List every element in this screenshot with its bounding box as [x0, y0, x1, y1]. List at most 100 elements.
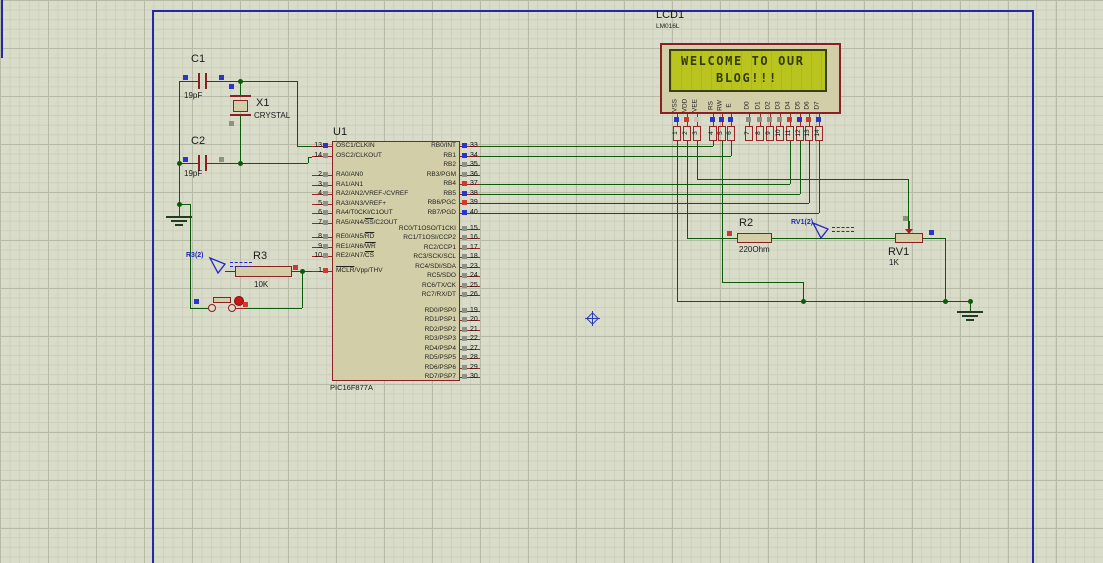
- pin-stub: [460, 295, 480, 296]
- pin-stub: [460, 248, 480, 249]
- pin-label: RC2/CCP1: [423, 244, 456, 251]
- wire-segment[interactable]: [687, 141, 688, 238]
- chip-body[interactable]: [332, 141, 460, 381]
- wire-segment[interactable]: [206, 163, 240, 164]
- wire-segment[interactable]: [179, 81, 180, 204]
- wire-segment[interactable]: [945, 238, 946, 301]
- c2-capacitor[interactable]: [198, 155, 200, 171]
- wire-segment[interactable]: [480, 184, 790, 185]
- pin-state-indicator: [323, 220, 328, 225]
- wire-segment[interactable]: [297, 81, 298, 146]
- r3-value-label: 10K: [254, 280, 269, 289]
- wire-segment[interactable]: [308, 157, 312, 158]
- wire-segment[interactable]: [722, 282, 803, 283]
- voltage-probe-icon[interactable]: [208, 256, 227, 275]
- wire-segment[interactable]: [206, 81, 240, 82]
- pin-stub: [460, 184, 480, 185]
- pin-stub: [460, 339, 480, 340]
- wire-segment[interactable]: [179, 163, 199, 164]
- wire-segment[interactable]: [908, 179, 909, 228]
- wire-segment[interactable]: [731, 141, 732, 156]
- pin-state-indicator: [323, 172, 328, 177]
- wire-segment[interactable]: [697, 179, 908, 180]
- wire-segment[interactable]: [480, 203, 809, 204]
- pin-number: 26: [470, 291, 478, 298]
- x1-crystal[interactable]: [230, 95, 251, 97]
- rv1-ref-label: RV1: [888, 246, 910, 258]
- chip-ref-label: U1: [333, 126, 348, 138]
- pin-number: 1: [672, 131, 679, 135]
- pin-state-indicator: [323, 210, 328, 215]
- wire-segment[interactable]: [308, 157, 309, 163]
- pin-state-indicator: [462, 292, 467, 297]
- pin-label: RA4/T0CKI/C1OUT: [336, 209, 393, 216]
- wire-segment[interactable]: [803, 282, 804, 301]
- wire-segment[interactable]: [697, 141, 698, 179]
- wire-segment[interactable]: [687, 238, 737, 239]
- wire-segment[interactable]: [179, 204, 180, 216]
- voltage-probe-icon[interactable]: [811, 221, 830, 240]
- pin-state-indicator: [462, 172, 467, 177]
- pin-label: RC5/SDO: [427, 272, 456, 279]
- wire-segment[interactable]: [190, 204, 191, 308]
- pin-stub: [312, 175, 332, 176]
- push-button-actuator[interactable]: [234, 296, 244, 306]
- wire-segment[interactable]: [179, 81, 199, 82]
- wire-segment[interactable]: [240, 115, 241, 163]
- r2-resistor[interactable]: [737, 233, 772, 243]
- push-button[interactable]: [213, 297, 231, 303]
- wire-segment[interactable]: [772, 238, 895, 239]
- c1-capacitor[interactable]: [198, 73, 200, 89]
- wire-segment[interactable]: [923, 238, 945, 239]
- wire-segment[interactable]: [240, 163, 308, 164]
- wire-segment[interactable]: [302, 271, 303, 308]
- pin-stub: [312, 156, 332, 157]
- pin-label: RB0/INT: [431, 142, 456, 149]
- pin-number: 34: [470, 152, 478, 159]
- pin-state-indicator: [462, 374, 467, 379]
- pin-number: 39: [470, 199, 478, 206]
- r3-resistor[interactable]: [235, 266, 292, 277]
- pin-label: RD5/PSP5: [424, 354, 456, 361]
- pin-number: 21: [470, 326, 478, 333]
- wire-segment[interactable]: [246, 308, 302, 309]
- pin-label: RA0/AN0: [336, 171, 364, 178]
- wire-segment[interactable]: [480, 146, 713, 147]
- rv1-potentiometer[interactable]: [895, 233, 923, 243]
- wire-segment[interactable]: [713, 141, 714, 146]
- wire-segment[interactable]: [819, 141, 820, 213]
- lcd-pin-box: [796, 126, 804, 141]
- lcd-line-2: BLOG!!!: [716, 71, 778, 85]
- wire-segment[interactable]: [480, 213, 819, 214]
- wire-segment[interactable]: [677, 141, 678, 301]
- wire-segment[interactable]: [240, 81, 297, 82]
- pin-state-indicator: [816, 117, 821, 122]
- pin-stub: [460, 377, 480, 378]
- lcd-line-1: WELCOME TO OUR: [681, 54, 805, 68]
- wire-segment[interactable]: [722, 141, 723, 282]
- pin-state-indicator: [674, 117, 679, 122]
- wire-segment[interactable]: [240, 81, 241, 97]
- wire-segment[interactable]: [190, 308, 208, 309]
- wire-segment[interactable]: [179, 204, 190, 205]
- lcd-pin-box: [805, 126, 813, 141]
- wire-segment[interactable]: [677, 301, 970, 302]
- wire-segment[interactable]: [225, 271, 235, 272]
- pin-label: RC0/T1OSO/T1CKI: [398, 225, 456, 232]
- lcd-pin-label: D3: [774, 101, 782, 110]
- pin-number: 14: [314, 152, 322, 159]
- wire-segment[interactable]: [480, 156, 731, 157]
- x1-top-state-indicator: [229, 84, 234, 89]
- pin-number: 36: [470, 171, 478, 178]
- lcd-pin-box: [693, 126, 701, 141]
- wire-segment[interactable]: [809, 141, 810, 203]
- pin-state-indicator: [323, 153, 328, 158]
- wire-segment[interactable]: [297, 146, 312, 147]
- sheet-border-right: [1032, 10, 1034, 563]
- wire-segment[interactable]: [480, 194, 800, 195]
- wire-segment[interactable]: [800, 141, 801, 194]
- pin-number: 7: [744, 131, 751, 135]
- lcd-pin-box: [766, 126, 774, 141]
- wire-segment[interactable]: [790, 141, 791, 184]
- wire-segment[interactable]: [970, 301, 971, 311]
